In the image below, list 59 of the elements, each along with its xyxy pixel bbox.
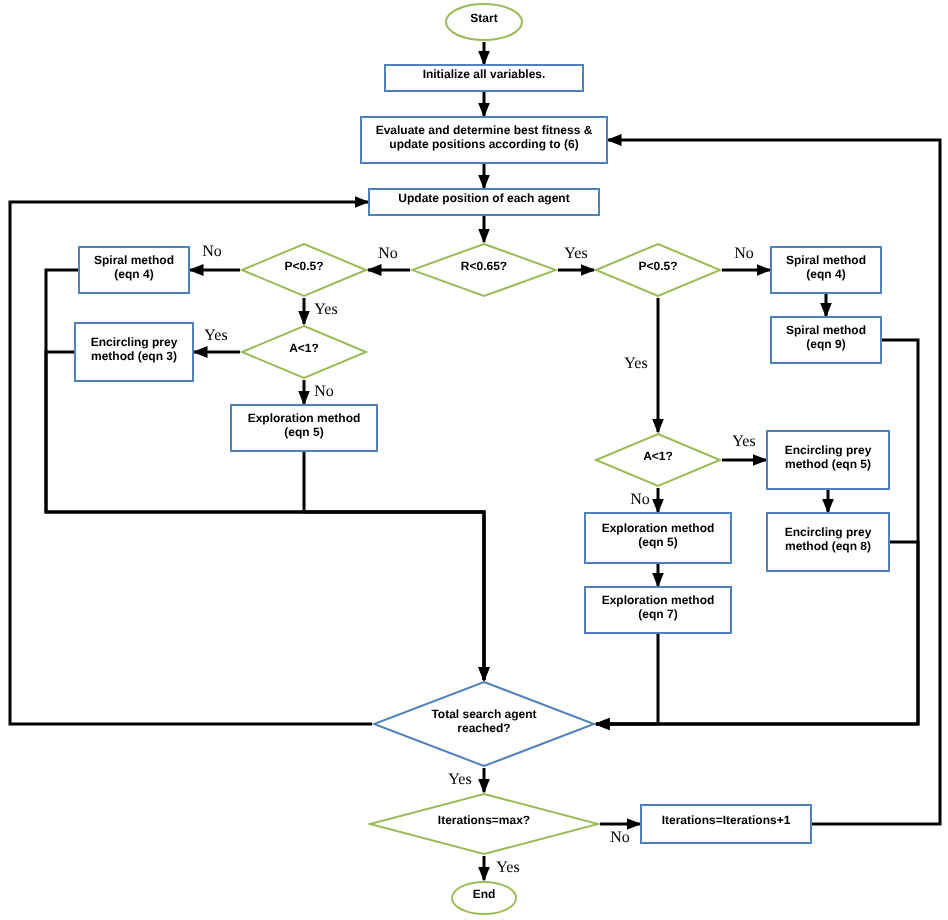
- process-box: [74, 322, 194, 382]
- arrow: [478, 768, 490, 794]
- arrow: [302, 452, 490, 682]
- decision-diamond: [240, 242, 368, 298]
- arrow: [822, 490, 834, 514]
- process-box: [384, 64, 584, 92]
- edge-label: No: [378, 246, 398, 262]
- arrow: [478, 92, 490, 118]
- process-box: [78, 246, 190, 294]
- arrow: [478, 42, 490, 66]
- process-box: [584, 512, 732, 564]
- arrow: [722, 264, 772, 276]
- arrow: [606, 134, 942, 826]
- process-box: [368, 188, 600, 216]
- decision-diamond: [368, 792, 600, 856]
- arrow: [594, 634, 660, 730]
- terminal-oval: [450, 880, 518, 916]
- arrow: [478, 164, 490, 190]
- process-box: [230, 404, 378, 452]
- edge-label: Yes: [314, 302, 338, 318]
- process-box: [584, 586, 732, 634]
- decision-diamond: [240, 324, 368, 380]
- edge-label: Yes: [496, 860, 520, 876]
- arrow: [8, 196, 372, 726]
- arrow: [652, 488, 664, 514]
- edge-label: No: [734, 246, 754, 262]
- process-box: [770, 246, 882, 294]
- terminal-oval: [444, 2, 524, 42]
- process-box: [360, 116, 608, 164]
- arrow: [652, 298, 664, 434]
- edge-label: Yes: [732, 434, 756, 450]
- process-box: [766, 430, 890, 490]
- decision-diamond: [410, 242, 558, 298]
- edge-label: Yes: [564, 246, 588, 262]
- arrow: [192, 346, 240, 358]
- decision-diamond: [594, 432, 722, 488]
- process-box: [766, 512, 890, 572]
- arrow: [652, 564, 664, 588]
- arrow: [188, 264, 240, 276]
- arrow: [820, 294, 832, 318]
- arrow: [600, 818, 642, 830]
- arrow: [366, 264, 410, 276]
- arrow: [298, 380, 310, 406]
- edge-label: Yes: [204, 328, 228, 344]
- arrow: [298, 298, 310, 326]
- process-box: [640, 804, 812, 844]
- edge-label: No: [610, 830, 630, 846]
- decision-diamond: [594, 242, 722, 298]
- arrow: [478, 856, 490, 882]
- edge-label: No: [202, 244, 222, 260]
- edge-label: No: [314, 384, 334, 400]
- decision-diamond: [372, 680, 596, 768]
- arrow: [478, 216, 490, 244]
- arrow: [558, 264, 596, 276]
- edge-label: No: [630, 492, 650, 508]
- arrow: [722, 454, 768, 466]
- edge-label: Yes: [448, 772, 472, 788]
- process-box: [770, 316, 882, 364]
- edge-label: Yes: [624, 356, 648, 372]
